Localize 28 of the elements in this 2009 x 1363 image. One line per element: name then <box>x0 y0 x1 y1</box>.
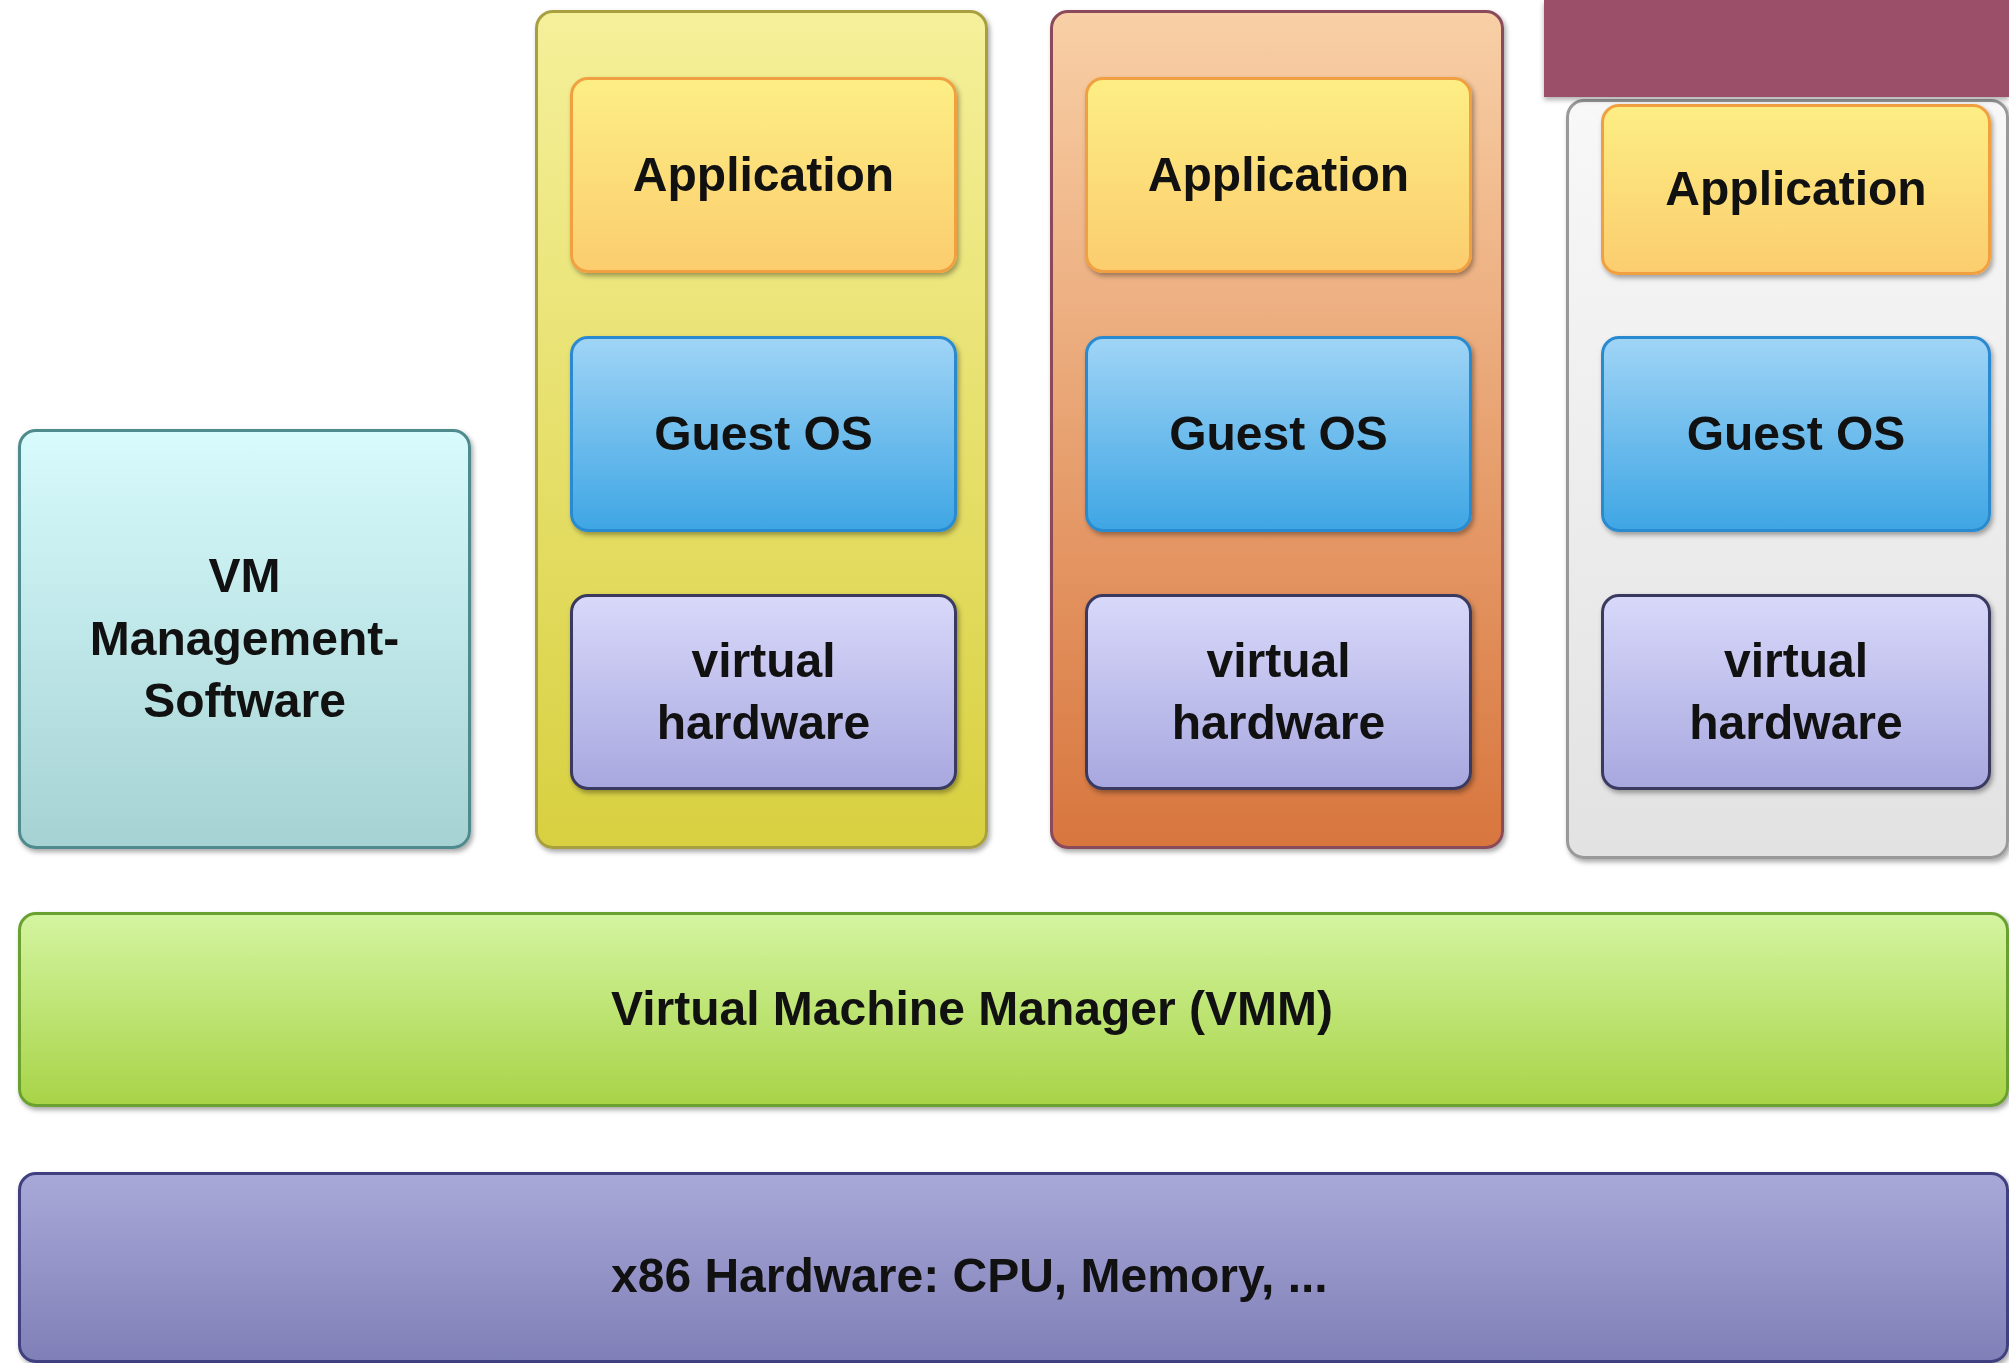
box-label: Virtual Machine Manager (VMM) <box>611 981 1333 1038</box>
box-label: Application <box>1665 161 1927 218</box>
guest-os-box <box>1601 336 1991 532</box>
vmm-layer-bar <box>18 912 2009 1107</box>
virtual-machine-panel <box>1566 99 2009 859</box>
virtual-hardware-box <box>570 594 957 790</box>
box-label: Application <box>632 146 895 203</box>
application-box <box>1085 77 1472 273</box>
application-box <box>1601 104 1991 275</box>
virtual-machine-panel <box>535 10 988 849</box>
box-label: Guest OS <box>1686 405 1906 462</box>
box-label: virtual hardware <box>655 632 872 751</box>
box-label: Guest OS <box>1169 405 1388 462</box>
application-box <box>570 77 957 273</box>
virtual-hardware-box <box>1601 594 1991 790</box>
box-label: x86 Hardware: CPU, Memory, ... <box>611 1248 1328 1304</box>
hardware-layer-bar <box>18 1172 2009 1363</box>
box-label: virtual hardware <box>1170 632 1387 751</box>
box-label: virtual hardware <box>1688 632 1904 751</box>
guest-os-box <box>570 336 957 532</box>
overlay-block <box>1544 0 2009 97</box>
management-software-box <box>18 429 471 849</box>
virtual-machine-panel <box>1050 10 1504 849</box>
guest-os-box <box>1085 336 1472 532</box>
box-label: Application <box>1147 146 1410 203</box>
box-label: Guest OS <box>654 405 873 462</box>
virtual-hardware-box <box>1085 594 1472 790</box>
box-label: VM Management-Software <box>88 548 401 730</box>
